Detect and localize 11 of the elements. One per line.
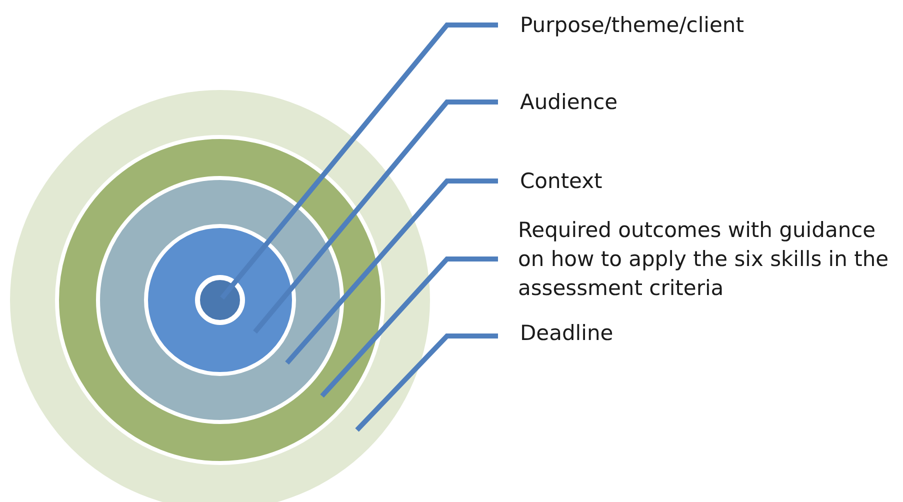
leader-line <box>253 100 498 334</box>
leader-line <box>355 334 498 432</box>
leader-line <box>220 22 498 300</box>
ring-circle <box>195 275 245 325</box>
label-text: Purpose/theme/client <box>520 11 880 40</box>
label-text: Context <box>520 167 880 196</box>
label-text: Required outcomes with guidance on how to apply the six skills in the assessment criteria <box>518 216 898 303</box>
leader-line <box>320 256 498 398</box>
label-text: Deadline <box>520 319 880 348</box>
leader-line <box>285 178 498 365</box>
label-text: Audience <box>520 88 880 117</box>
